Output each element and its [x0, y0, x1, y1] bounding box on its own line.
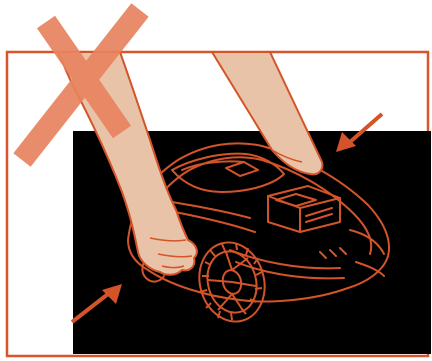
lift-mower-warning-illustration	[0, 0, 432, 361]
illustration-stage	[0, 0, 432, 361]
